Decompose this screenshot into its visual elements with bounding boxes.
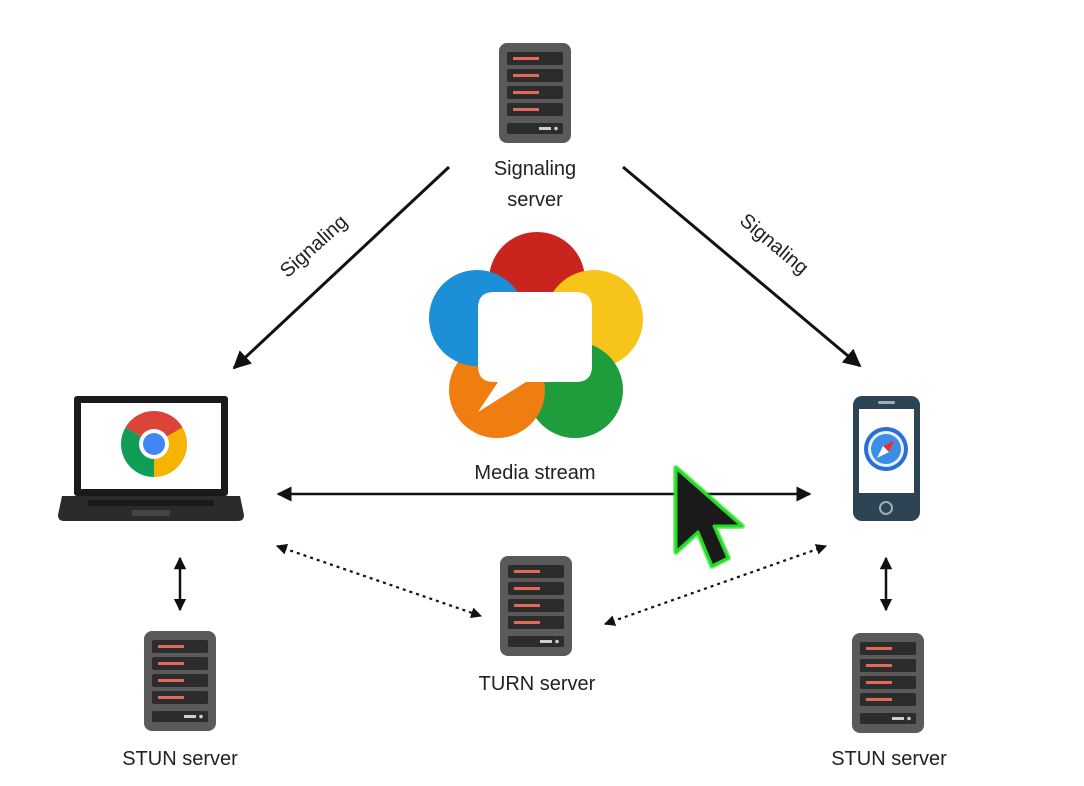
webrtc-logo-icon — [429, 232, 643, 438]
stun-server-left-icon — [144, 631, 216, 731]
chrome-browser-icon — [120, 410, 188, 477]
signaling-label-right: Signaling — [735, 210, 812, 280]
signaling-label-left: Signaling — [276, 211, 352, 282]
stun-server-right-icon — [852, 633, 924, 733]
turn-server-label: TURN server — [479, 673, 596, 695]
turn-server-icon — [500, 556, 572, 656]
signaling-arrow-left — [232, 165, 451, 370]
signaling-arrow-right — [622, 165, 862, 368]
signaling-server-icon — [499, 43, 571, 143]
turn-arrow-left — [275, 544, 483, 618]
safari-compass-icon — [864, 427, 908, 471]
signaling-server-label-line2: server — [507, 189, 563, 211]
stun-server-left-label: STUN server — [122, 748, 238, 770]
mouse-pointer-icon — [673, 465, 745, 569]
media-stream-label: Media stream — [474, 462, 595, 484]
signaling-server-label-line1: Signaling — [494, 158, 576, 180]
stun-server-right-label: STUN server — [831, 748, 947, 770]
